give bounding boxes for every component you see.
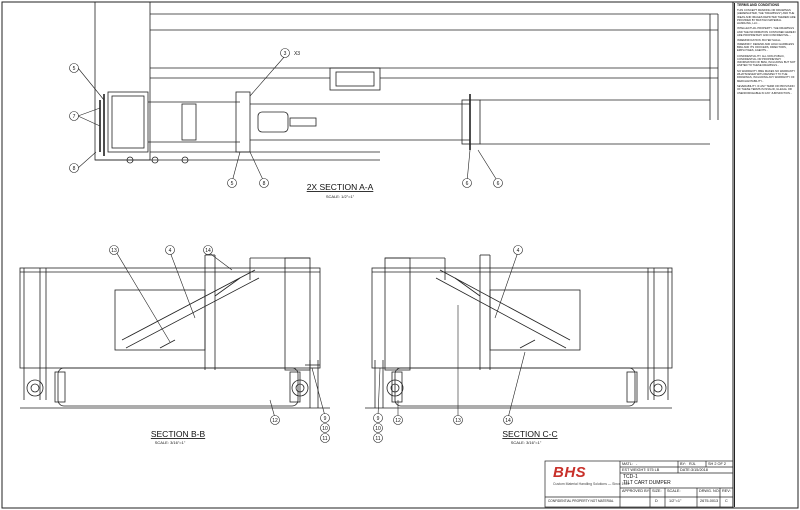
callout-label: 3 bbox=[284, 51, 287, 57]
callout-qty: X3 bbox=[294, 51, 300, 57]
section-bb-callouts bbox=[109, 245, 330, 443]
callout-label: 12 bbox=[395, 418, 401, 424]
company-logo: BHS bbox=[553, 464, 587, 481]
drawing-number-label: DRWG. NO: bbox=[699, 489, 720, 493]
terms-paragraph: This concept drawing or drawings (herein… bbox=[737, 9, 796, 26]
section-aa-scale: SCALE: 1/2"=1" bbox=[326, 194, 355, 199]
section-bb-scale: SCALE: 3/16"=1" bbox=[155, 440, 186, 445]
terms-and-conditions: TERMS AND CONDITIONS This concept drawin… bbox=[734, 3, 796, 507]
callout-balloon bbox=[69, 63, 79, 73]
callout-balloon bbox=[462, 178, 472, 188]
drawing-number: 2675-0013 bbox=[700, 499, 719, 503]
callout-label: 14 bbox=[205, 248, 211, 254]
section-bb-view bbox=[19, 254, 330, 409]
company-tagline: Custom Material Handling Solutions — Sin… bbox=[553, 482, 630, 486]
callout-balloon bbox=[69, 111, 79, 121]
callout-balloon bbox=[69, 163, 79, 173]
callout-label: 9 bbox=[324, 416, 327, 422]
callout-label: 8 bbox=[263, 181, 266, 187]
callout-label: 11 bbox=[375, 436, 380, 442]
callout-label: 12 bbox=[272, 418, 278, 424]
callout-label: 8 bbox=[73, 166, 76, 172]
callout-label: 13 bbox=[455, 418, 461, 424]
title-block-frame bbox=[544, 460, 734, 508]
by-value: RJL bbox=[689, 462, 696, 466]
callout-label: 4 bbox=[517, 248, 520, 254]
terms-paragraph: Indemnification. Buyer shall indemnify, … bbox=[737, 39, 794, 53]
rev-value: C bbox=[725, 499, 728, 503]
est-weight: EST WEIGHT: 575 LB bbox=[622, 468, 660, 472]
callout-balloon bbox=[280, 48, 290, 58]
callout-label: 4 bbox=[169, 248, 172, 254]
section-aa-title: 2X SECTION A-A bbox=[307, 182, 374, 192]
callout-balloon bbox=[227, 178, 237, 188]
callout-label: 14 bbox=[505, 418, 511, 424]
date-label: DATE: bbox=[680, 468, 691, 472]
terms-paragraph: Confidentiality. All non-public, confide… bbox=[737, 54, 796, 68]
terms-paragraph: Severability. If any term or provision o… bbox=[737, 84, 795, 95]
callout-label: 5 bbox=[73, 66, 76, 72]
section-cc-callouts bbox=[373, 245, 526, 443]
part-name: TILT CART DUMPER bbox=[623, 480, 671, 486]
section-aa-view bbox=[94, 2, 719, 164]
scale-value: 1/2"=1" bbox=[669, 499, 682, 503]
terms-paragraph: Intellectual property. The drawings and … bbox=[737, 27, 796, 38]
callout-label: 10 bbox=[322, 426, 328, 432]
approved-label: APPROVED BY: bbox=[622, 489, 651, 493]
part-number: TCD-1 bbox=[623, 474, 638, 480]
section-cc-title: SECTION C-C bbox=[502, 429, 557, 439]
callout-balloon bbox=[493, 178, 503, 188]
callout-label: 6 bbox=[466, 181, 469, 187]
callout-label: 11 bbox=[322, 436, 327, 442]
by-label: BY: bbox=[680, 462, 686, 466]
sheet-number: SH 2 OF 2 bbox=[708, 462, 726, 466]
scale-label: SCALE: bbox=[667, 489, 681, 493]
matl-value: - bbox=[636, 462, 638, 466]
confidential-note: CONFIDENTIAL PROPERTY NOT MATERIAL bbox=[548, 499, 614, 503]
section-aa-callouts bbox=[69, 48, 503, 188]
terms-title: TERMS AND CONDITIONS bbox=[737, 3, 780, 7]
size-label: SIZE: bbox=[652, 489, 662, 493]
size-value: D bbox=[655, 499, 658, 503]
callout-label: 7 bbox=[73, 114, 76, 120]
section-cc-view bbox=[365, 254, 673, 409]
section-cc-scale: SCALE: 3/16"=1" bbox=[511, 440, 542, 445]
matl-label: MATL: bbox=[622, 462, 633, 466]
callout-label: 9 bbox=[377, 416, 380, 422]
rev-label: REV: bbox=[722, 489, 731, 493]
callout-label: 10 bbox=[375, 426, 381, 432]
callout-balloon bbox=[259, 178, 269, 188]
date-value: 3/15/2018 bbox=[691, 468, 708, 472]
callout-label: 13 bbox=[111, 248, 117, 254]
callout-label: 5 bbox=[231, 181, 234, 187]
section-bb-title: SECTION B-B bbox=[151, 429, 206, 439]
terms-paragraph: No warranty. BMH makes no warranty whats… bbox=[737, 69, 796, 83]
callout-label: 6 bbox=[497, 181, 500, 187]
